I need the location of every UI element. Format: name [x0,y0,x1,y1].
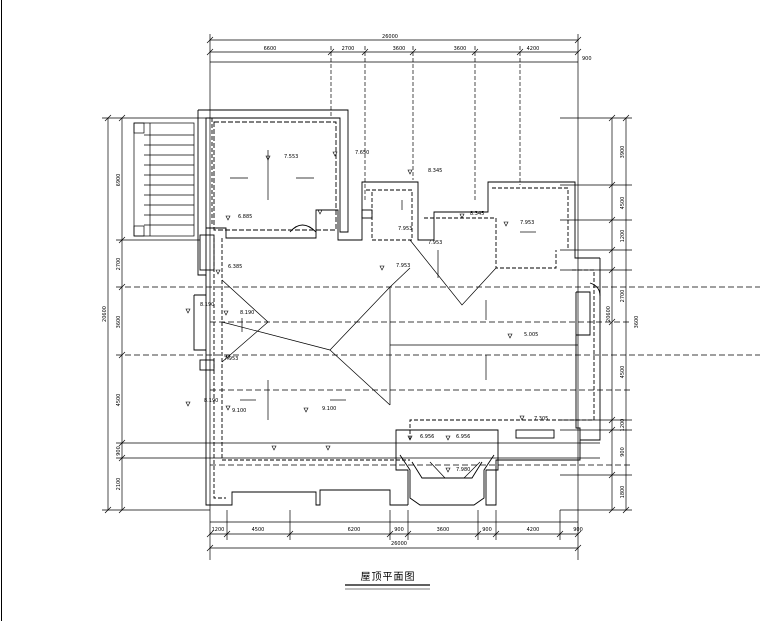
right-dim-1: 3900 [620,146,626,159]
right-dimension-chain [210,114,632,514]
top-dim-3: 3600 [393,46,406,52]
roof-hip-lines [221,239,578,479]
bottom-dim-6: 900 [482,527,492,533]
left-dim-6: 2100 [116,478,122,491]
drawing-title: 屋顶平面图 [361,571,416,583]
bottom-dim-7: 4200 [527,527,540,533]
right-dim-2: 4500 [620,197,626,210]
drawing-title-block: 屋顶平面图 [345,571,430,590]
level-label: 8.345 [470,211,484,217]
level-label: 5.005 [524,332,538,338]
bottom-overall-dim: 26000 [391,541,407,547]
right-dim-5: 4500 [620,366,626,379]
level-label: 6.385 [228,264,242,270]
left-dim-1: 6900 [116,174,122,187]
right-extra-dim: 3600 [634,316,640,329]
top-dim-5: 4200 [527,46,540,52]
right-dim-8: 1800 [620,486,626,499]
level-markers [185,151,525,473]
right-overall-dim: 20600 [606,306,612,322]
level-label: 8.345 [428,168,442,174]
level-label: 7.650 [355,150,369,156]
left-overall-dim: 20600 [102,306,108,322]
level-label: 7.980 [456,467,470,473]
top-dimension-labels: 26000 6600 2700 3600 3600 4200 900 [264,34,592,62]
top-dimension-chain [206,34,582,560]
level-label: 6.956 [456,434,470,440]
left-dimension-labels: 20600 6900 2700 3600 4500 900 2100 [102,174,122,491]
top-dim-4: 3600 [454,46,467,52]
bottom-dim-3: 6200 [348,527,361,533]
level-label: 7.953 [520,220,534,226]
left-dimension-chain [102,114,760,514]
slope-arrows [230,150,536,420]
left-dim-3: 3600 [116,316,122,329]
level-label: 7.953 [398,226,412,232]
level-label: 6.956 [420,434,434,440]
right-dim-7: 900 [620,447,626,457]
building-outline [193,109,601,506]
bottom-dim-5: 3600 [437,527,450,533]
bottom-dim-2: 4500 [252,527,265,533]
level-label: 8.190 [200,302,214,308]
left-dim-2: 2700 [116,258,122,271]
level-label: 7.953 [224,356,238,362]
level-label: 9.100 [322,406,336,412]
bottom-dimension-chain [206,510,582,552]
top-dim-1: 6600 [264,46,277,52]
bottom-dimension-labels: 1200 4500 6200 900 3600 900 4200 900 260… [212,527,583,547]
right-dim-4: 2700 [620,290,626,303]
right-dim-3: 1200 [620,230,626,243]
level-label: 9.100 [232,408,246,414]
level-label: 7.953 [396,263,410,269]
level-label: 6.885 [238,214,252,220]
bottom-offset-dim: 900 [573,527,583,533]
top-dim-2: 2700 [342,46,355,52]
left-dim-4: 4500 [116,394,122,407]
right-dimension-labels: 3900 4500 1200 2700 4500 1200 900 1800 2… [606,146,640,499]
right-dim-6: 1200 [620,419,626,432]
level-label: 8.190 [240,310,254,316]
top-overall-dim: 26000 [382,34,398,40]
level-label: 7.553 [284,154,298,160]
level-label: 7.953 [428,240,442,246]
bottom-dim-4: 900 [394,527,404,533]
bottom-dim-1: 1200 [212,527,225,533]
balcony-railing [133,122,195,237]
top-offset-dim: 900 [582,56,592,62]
left-dim-5: 900 [116,446,122,456]
level-label: 7.305 [534,416,548,422]
level-label: 8.190 [204,398,218,404]
level-labels: 7.553 7.650 8.345 6.885 8.345 7.953 7.95… [200,150,548,473]
